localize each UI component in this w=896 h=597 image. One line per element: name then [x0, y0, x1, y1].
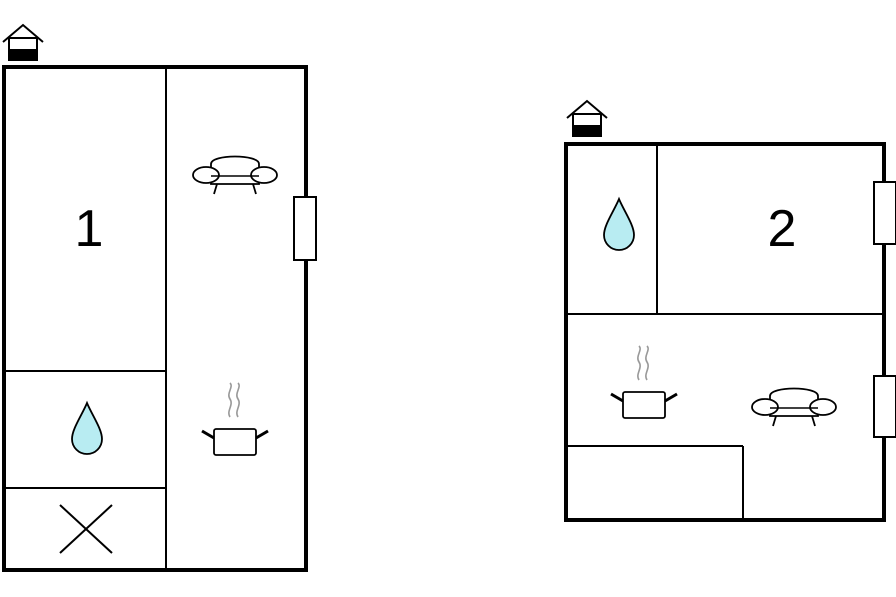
sofa-icon: [751, 387, 837, 427]
floor-2-outer-wall: [564, 142, 886, 522]
water-drop-icon: [603, 198, 635, 251]
cooking-pot-icon: [609, 344, 679, 420]
cross-mark-icon: [59, 504, 113, 554]
floor-1-outer-wall: [2, 65, 308, 572]
room-2-label: 2: [768, 200, 797, 258]
floor-2-window-upper: [873, 181, 896, 245]
floor-2-window-lower: [873, 375, 896, 438]
floor-1-window: [293, 196, 317, 261]
sofa-icon: [192, 155, 278, 195]
entrance-house-icon: [566, 100, 608, 137]
room-1-label: 1: [75, 200, 104, 258]
water-drop-icon: [71, 402, 103, 455]
floor-2-plan: 2: [564, 100, 896, 522]
entrance-house-icon: [2, 24, 44, 61]
cooking-pot-icon: [200, 381, 270, 457]
floor-1-plan: 1: [2, 24, 317, 572]
